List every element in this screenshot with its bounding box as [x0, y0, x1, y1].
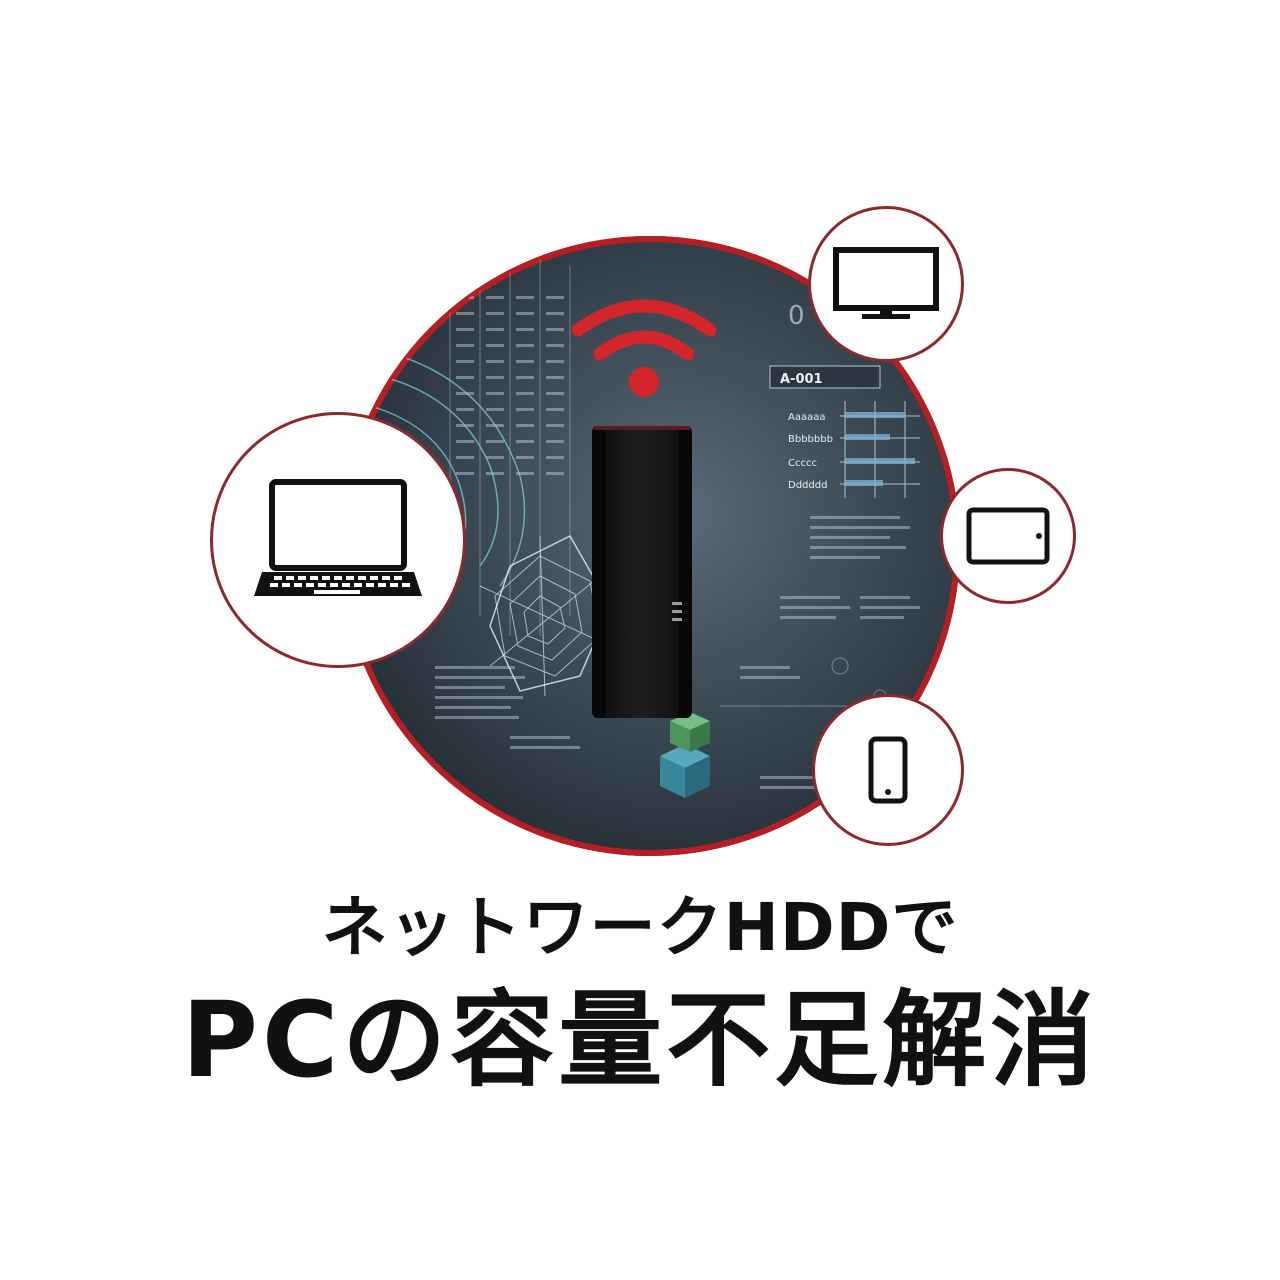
laptop-icon	[254, 479, 422, 596]
bg-corner-label: 0	[788, 301, 805, 331]
bg-row-label-3: Ccccc	[788, 458, 817, 469]
network-hdd-icon	[592, 426, 692, 718]
tv-device-circle	[808, 206, 964, 362]
bg-code-label: A-001	[780, 372, 823, 387]
tablet-icon	[966, 507, 1050, 565]
tablet-device-circle	[940, 468, 1076, 604]
bg-row-label-4: Dddddd	[788, 480, 827, 491]
laptop-device-circle	[210, 412, 466, 668]
wifi-icon	[572, 299, 716, 397]
phone-device-circle	[812, 694, 964, 846]
tech-background: A-001 0 Aaaaaa Bbbbbbb Ccccc Dddddd	[369, 256, 920, 798]
bg-row-label-1: Aaaaaa	[788, 412, 825, 423]
smartphone-icon	[868, 736, 908, 804]
tv-monitor-icon	[833, 247, 939, 319]
headline-subtitle: ネットワークHDDで	[321, 889, 959, 966]
headline-title: PCの容量不足解消	[181, 979, 1099, 1101]
bg-row-label-2: Bbbbbbb	[788, 434, 833, 445]
